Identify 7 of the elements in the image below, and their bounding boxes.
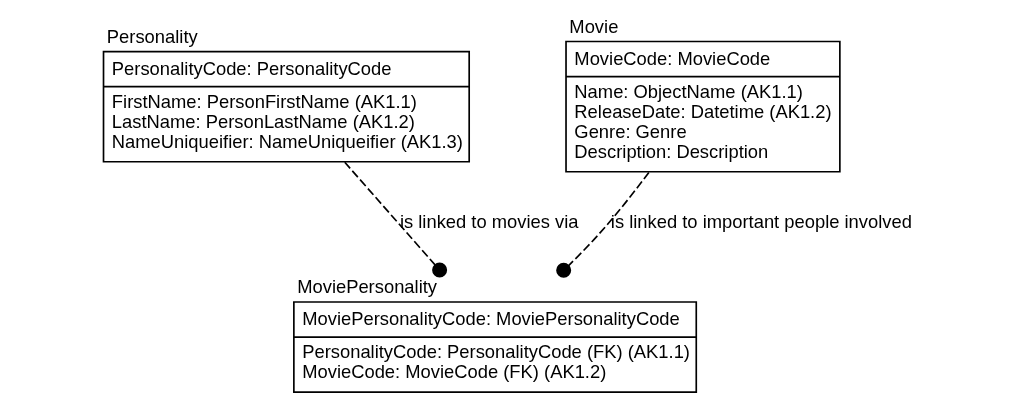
node-label: Personality [106,25,198,47]
edge-label: is linked to important people involved [610,211,912,233]
node-label: Movie [569,15,619,37]
connector [343,161,448,278]
node-label: MoviePersonality [297,276,437,298]
connector [556,171,650,278]
edge-label: is linked to movies via [399,211,579,233]
